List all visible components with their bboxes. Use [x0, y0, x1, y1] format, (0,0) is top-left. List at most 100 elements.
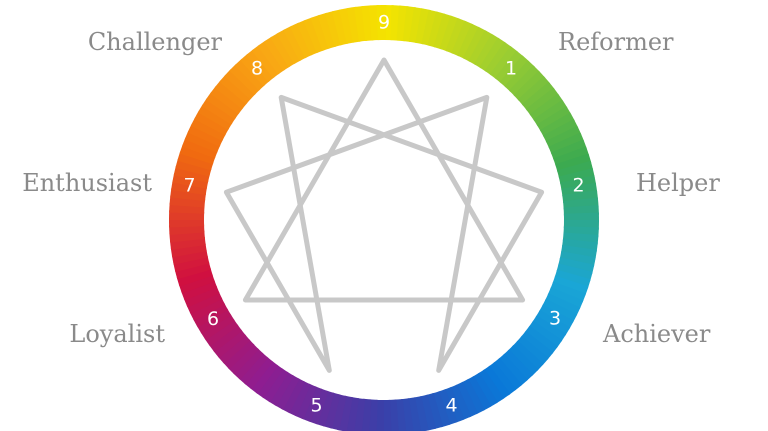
ring-segment — [468, 30, 494, 66]
color-ring — [169, 5, 599, 431]
ring-segment — [415, 8, 431, 45]
ring-segment — [283, 25, 307, 62]
type-name-loyalist: Loyalist — [69, 320, 165, 348]
ring-segment — [204, 319, 239, 347]
ring-segment — [542, 119, 579, 143]
ring-segment — [376, 5, 387, 41]
ring-segment — [499, 55, 530, 88]
ring-segment — [210, 85, 244, 115]
ring-segment — [477, 369, 505, 404]
ring-segment — [513, 70, 546, 101]
ring-segment — [176, 267, 213, 287]
ring-segment — [488, 361, 517, 396]
ring-segment — [315, 390, 335, 427]
ring-segment — [556, 263, 593, 282]
ring-segment — [433, 13, 453, 50]
ring-segment — [558, 257, 595, 275]
ring-segment — [240, 53, 270, 87]
point-number-7: 7 — [183, 175, 195, 197]
ring-segment — [329, 394, 347, 431]
ring-segment — [173, 255, 210, 273]
point-number-1: 1 — [505, 58, 517, 80]
ring-segment — [251, 44, 280, 79]
ring-segment — [294, 383, 317, 420]
ring-segment — [339, 7, 355, 44]
ring-segment — [461, 378, 485, 415]
point-number-4: 4 — [445, 395, 457, 417]
ring-segment — [255, 364, 284, 399]
point-number-5: 5 — [310, 395, 322, 417]
point-number-2: 2 — [572, 175, 584, 197]
ring-segment — [550, 139, 587, 161]
point-number-3: 3 — [549, 308, 561, 330]
ring-segment — [536, 106, 572, 132]
ring-segment — [504, 60, 535, 92]
ring-segment — [274, 374, 300, 410]
ring-segment — [439, 15, 460, 52]
ring-segment — [419, 394, 437, 431]
ring-segment — [201, 97, 236, 125]
ring-segment — [557, 160, 594, 179]
ring-segment — [381, 399, 392, 431]
ring-segment — [186, 291, 223, 315]
ring-segment — [451, 20, 474, 57]
ring-segment — [276, 29, 302, 65]
ring-segment — [173, 165, 210, 183]
ring-segment — [172, 173, 209, 189]
ring-segment — [190, 117, 226, 142]
ring-segment — [214, 80, 248, 110]
ring-segment — [509, 65, 541, 97]
ring-segment — [533, 99, 568, 127]
ring-segment — [317, 12, 337, 49]
ring-segment — [542, 298, 578, 323]
ring-segment — [552, 275, 589, 296]
ring-segment — [263, 36, 291, 71]
ring-segment — [507, 345, 539, 377]
point-number-6: 6 — [207, 308, 219, 330]
ring-segment — [270, 32, 296, 68]
ring-segment — [553, 146, 590, 167]
ring-segment — [479, 37, 507, 72]
ring-segment — [245, 49, 275, 83]
type-name-reformer: Reformer — [558, 28, 674, 56]
enneagram-lines — [223, 57, 545, 373]
ring-segment — [234, 58, 265, 91]
ring-segment — [187, 123, 224, 147]
ring-segment — [194, 110, 230, 136]
ring-segment — [257, 40, 285, 75]
ring-segment — [539, 112, 575, 138]
ring-segment — [261, 368, 289, 403]
ring-segment — [521, 81, 555, 111]
ring-segment — [493, 357, 523, 391]
ring-segment — [308, 388, 329, 425]
ring-segment — [548, 132, 585, 155]
ring-segment — [503, 349, 534, 382]
ring-segment — [289, 22, 313, 59]
ring-segment — [179, 144, 216, 165]
type-name-enthusiast: Enthusiast — [22, 169, 152, 197]
ring-segment — [474, 33, 500, 69]
ring-segment — [525, 87, 560, 116]
type-name-helper: Helper — [636, 169, 720, 197]
ring-segment — [532, 315, 567, 343]
ring-segment — [287, 380, 311, 417]
ring-segment — [443, 386, 465, 423]
ring-segment — [169, 217, 205, 228]
ring-segment — [197, 104, 233, 130]
ring-segment — [538, 304, 574, 330]
ring-segment — [512, 340, 544, 371]
ring-segment — [547, 287, 584, 310]
ring-segment — [535, 310, 571, 336]
inner-triangle — [242, 57, 526, 303]
ring-segment — [425, 393, 444, 430]
ring-segment — [303, 17, 325, 54]
ring-segment — [413, 396, 429, 431]
ring-segment — [544, 293, 581, 317]
inner-hexad — [223, 94, 545, 373]
ring-segment — [555, 153, 592, 173]
ring-segment — [208, 324, 243, 353]
ring-segment — [183, 285, 220, 308]
ring-segment — [529, 93, 564, 121]
ring-segment — [455, 381, 479, 418]
